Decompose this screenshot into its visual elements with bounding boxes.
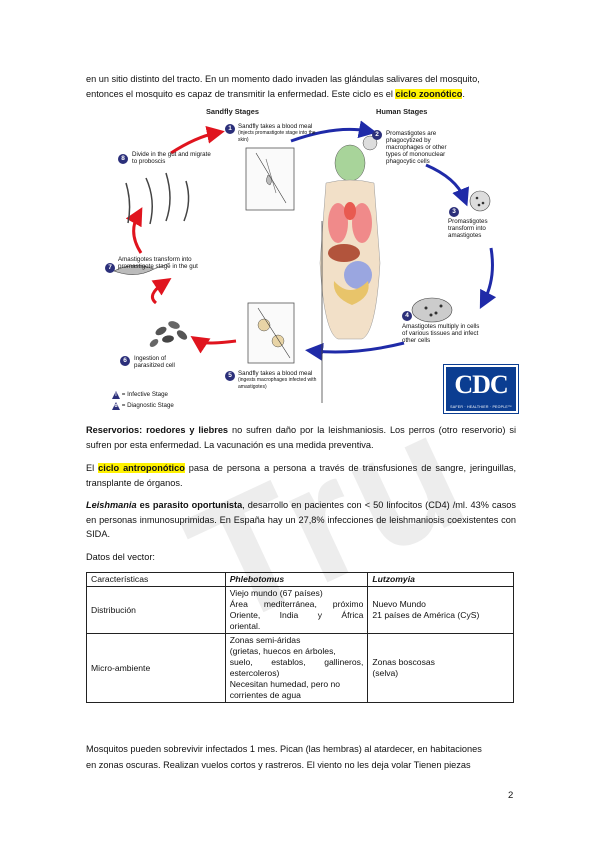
- cell-line: (selva): [372, 668, 399, 678]
- arrow-3-to-4: [479, 247, 497, 309]
- legend-diagnostic-text: = Diagnostic Stage: [121, 402, 174, 409]
- datos-vector-label: Datos del vector:: [86, 552, 155, 562]
- cell-line: Zonas semi-áridas: [229, 635, 301, 645]
- parasitized-cells-6: [149, 321, 188, 347]
- leishmaniasis-lifecycle-diagram: Sandfly Stages Human Stages 1 Sandfly ta…: [86, 103, 519, 420]
- step-1-title: Sandfly takes a blood meal: [238, 123, 313, 130]
- step-8-label: Divide in the gut and migrate to probosc…: [132, 151, 211, 165]
- macrophage-cell-3: [469, 190, 491, 212]
- cell-lutzomyia-microambiente: Zonas boscosas (selva): [367, 633, 514, 703]
- step-number-8: 8: [118, 154, 128, 164]
- reservorios-bold: Reservorios: roedores y liebres: [86, 425, 229, 435]
- cell-line: 21 países de América (CyS): [372, 610, 480, 620]
- sandfly-bite-box-2: [247, 302, 295, 364]
- sandfly-stages-title: Sandfly Stages: [206, 107, 259, 116]
- cell-line: oriental.: [229, 621, 261, 631]
- final-line-1: Mosquitos pueden sobrevivir infectados 1…: [86, 744, 482, 754]
- highlight-ciclo-zoonotico: ciclo zoonótico: [395, 89, 463, 99]
- step-number-4: 4: [402, 311, 412, 321]
- infective-stage-icon: i: [112, 391, 120, 399]
- intro-line-2: entonces el mosquito es capaz de transmi…: [86, 87, 516, 102]
- step-2-label: Promastigotes are phagocytized by macrop…: [386, 130, 447, 165]
- row-label-micro-ambiente: Micro-ambiente: [86, 633, 226, 703]
- intro-line-2-end: .: [462, 89, 465, 99]
- human-stages-title: Human Stages: [376, 107, 428, 116]
- cell-line: Viejo mundo (67 países): [229, 588, 323, 598]
- paragraph-reservorios: Reservorios: roedores y liebres no sufre…: [86, 423, 516, 452]
- cell-phlebotomus-distribucion: Viejo mundo (67 países) Área mediterráne…: [224, 586, 369, 634]
- page-number: 2: [508, 790, 514, 801]
- step-number-6: 6: [120, 356, 130, 366]
- cdc-logo: CDC SAFER · HEALTHIER · PEOPLE™: [443, 364, 519, 414]
- header-phlebotomus: Phlebotomus: [224, 572, 369, 587]
- paragraph-leishmania: Leishmania es parasito oportunista, desa…: [86, 498, 516, 542]
- cdc-logo-tagline: SAFER · HEALTHIER · PEOPLE™: [450, 405, 512, 409]
- cell-line: Oriente, India y África: [229, 610, 364, 620]
- step-5-label: Sandfly takes a blood meal (ingests macr…: [238, 370, 328, 391]
- cell-line: estercoleros): [229, 668, 280, 678]
- cell-phlebotomus-microambiente: Zonas semi-áridas (grietas, huecos en ár…: [224, 633, 369, 703]
- step-7-label: Amastigotes transform into promastigote …: [118, 256, 198, 270]
- arrow-5-to-6: [190, 336, 237, 354]
- cell-line: Área mediterránea, próximo: [229, 599, 364, 609]
- arrow-8-to-1: [170, 125, 225, 155]
- step-5-title: Sandfly takes a blood meal: [238, 370, 313, 377]
- legend-diagnostic: d = Diagnostic Stage: [112, 402, 174, 410]
- vector-data-table: Características Phlebotomus Lutzomyia Di…: [86, 572, 514, 703]
- final-line-2: en zonas oscuras. Realizan vuelos cortos…: [86, 760, 471, 770]
- cdc-logo-letters: CDC: [454, 370, 508, 399]
- cell-line: Zonas boscosas: [372, 657, 435, 667]
- intro-line-1: en un sitio distinto del tracto. En un m…: [86, 74, 480, 84]
- cell-line: (grietas, huecos en árboles,: [229, 646, 336, 656]
- arrow-6-to-7: [150, 278, 172, 305]
- step-3-label: Promastigotes transform into amastigotes: [448, 218, 488, 239]
- antroponotico-text: pasa de persona a persona a través de tr…: [86, 463, 516, 488]
- header-caracteristicas: Características: [86, 572, 226, 587]
- leishmania-italic: Leishmania: [86, 500, 137, 510]
- antroponotico-pre: El: [86, 463, 99, 473]
- table-row: Distribución Viejo mundo (67 países) Áre…: [86, 586, 514, 634]
- step-number-1: 1: [225, 124, 235, 134]
- cell-line: corrientes de agua: [229, 690, 301, 700]
- step-6-label: Ingestion of parasitized cell: [134, 355, 175, 369]
- arrow-1-to-2: [290, 120, 377, 143]
- paragraph-antroponotico: El ciclo antroponótico pasa de persona a…: [86, 461, 516, 490]
- row-label-distribucion: Distribución: [86, 586, 226, 634]
- table-row: Micro-ambiente Zonas semi-áridas (grieta…: [86, 633, 514, 703]
- infected-cell-4: [411, 297, 453, 323]
- lifecycle-arrows: [113, 120, 497, 403]
- step-5-sub: (ingests macrophages infected with amast…: [238, 377, 317, 390]
- step-number-2: 2: [372, 130, 382, 140]
- cell-lutzomyia-distribucion: Nuevo Mundo 21 países de América (CyS): [367, 586, 514, 634]
- arrow-7-to-8: [125, 207, 143, 254]
- cell-line: Nuevo Mundo: [372, 599, 426, 609]
- promastigotes-8: [125, 172, 190, 225]
- cell-line: suelo, establos, gallineros,: [229, 657, 364, 667]
- diagnostic-stage-icon: d: [112, 402, 120, 410]
- arrow-4-to-5: [305, 341, 405, 361]
- arrow-2-to-3: [425, 163, 470, 207]
- step-number-3: 3: [449, 207, 459, 217]
- step-number-7: 7: [105, 263, 115, 273]
- leishmania-text: , desarrollo en pacientes con < 50 linfo…: [86, 500, 516, 539]
- step-number-5: 5: [225, 371, 235, 381]
- step-4-label: Amastigotes multiply in cells of various…: [402, 323, 480, 344]
- highlight-ciclo-antroponotico: ciclo antroponótico: [98, 463, 185, 473]
- leishmania-bold: es parasito oportunista: [136, 500, 243, 510]
- header-lutzomyia: Lutzomyia: [367, 572, 514, 587]
- reservorios-text: no sufren daño por la leishmaniosis. Los…: [86, 425, 516, 450]
- step-1-label: Sandfly takes a blood meal (injects prom…: [238, 123, 318, 144]
- intro-line-2-text: entonces el mosquito es capaz de transmi…: [86, 89, 396, 99]
- table-header-row: Características Phlebotomus Lutzomyia: [86, 572, 514, 587]
- human-body-figure: [319, 144, 381, 403]
- cell-line: Necesitan humedad, pero no: [229, 679, 341, 689]
- legend-infective: i = Infective Stage: [112, 391, 168, 399]
- legend-infective-text: = Infective Stage: [121, 391, 168, 398]
- step-1-sub: (injects promastigote stage into the ski…: [238, 130, 316, 143]
